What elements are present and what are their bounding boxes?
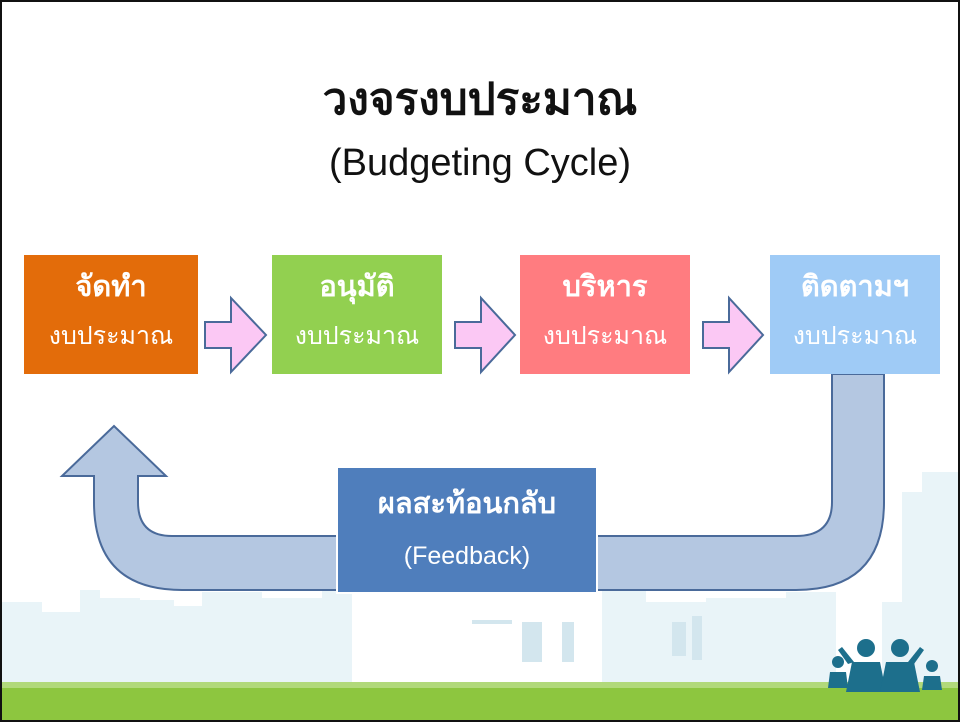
step-label: จัดทำ [75,269,147,303]
ground-strip-highlight [2,682,958,688]
feedback-sublabel: (Feedback) [403,542,531,570]
feedback-box: ผลสะท้อนกลับ (Feedback) [338,468,596,592]
diagram-subtitle: (Budgeting Cycle) [328,142,632,184]
step-sublabel: งบประมาณ [542,321,668,350]
step-label: บริหาร [562,269,648,303]
window-details [472,616,702,662]
step-label: ติดตามฯ [800,269,910,303]
step-sublabel: งบประมาณ [48,321,174,350]
step-monitor-budget: ติดตามฯ งบประมาณ [770,255,940,374]
step-execute-budget: บริหาร งบประมาณ [520,255,690,374]
ground-strip [2,682,958,720]
step-sublabel: งบประมาณ [792,321,918,350]
step-sublabel: งบประมาณ [294,321,420,350]
step-label: อนุมัติ [319,269,395,303]
step-approve-budget: อนุมัติ งบประมาณ [272,255,442,374]
step-prepare-budget: จัดทำ งบประมาณ [24,255,198,374]
feedback-label: ผลสะท้อนกลับ [377,486,557,520]
diagram-title: วงจรงบประมาณ [322,74,638,125]
